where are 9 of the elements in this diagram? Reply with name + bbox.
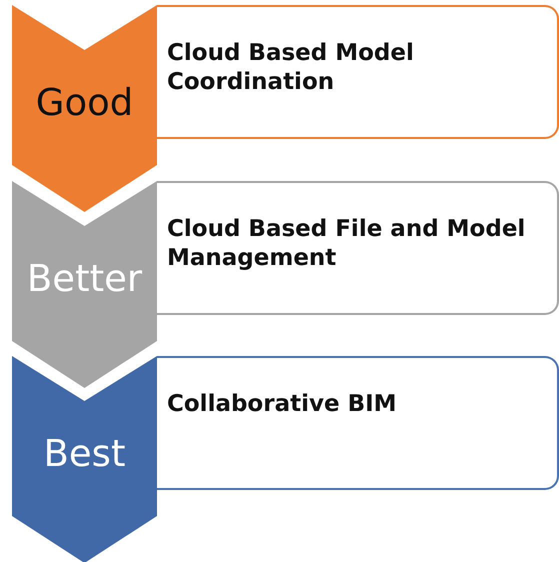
content-box: [157, 181, 559, 315]
stage-label: Best: [42, 432, 126, 476]
content-box: [157, 356, 559, 490]
stage-label: Good: [34, 81, 134, 125]
stage-label: Better: [26, 257, 144, 301]
box-text: Cloud Based Model Coordination: [167, 39, 415, 97]
box-text: Cloud Based File and Model Management: [167, 215, 526, 273]
box-text: Collaborative BIM: [167, 390, 398, 419]
content-box: [157, 5, 559, 139]
